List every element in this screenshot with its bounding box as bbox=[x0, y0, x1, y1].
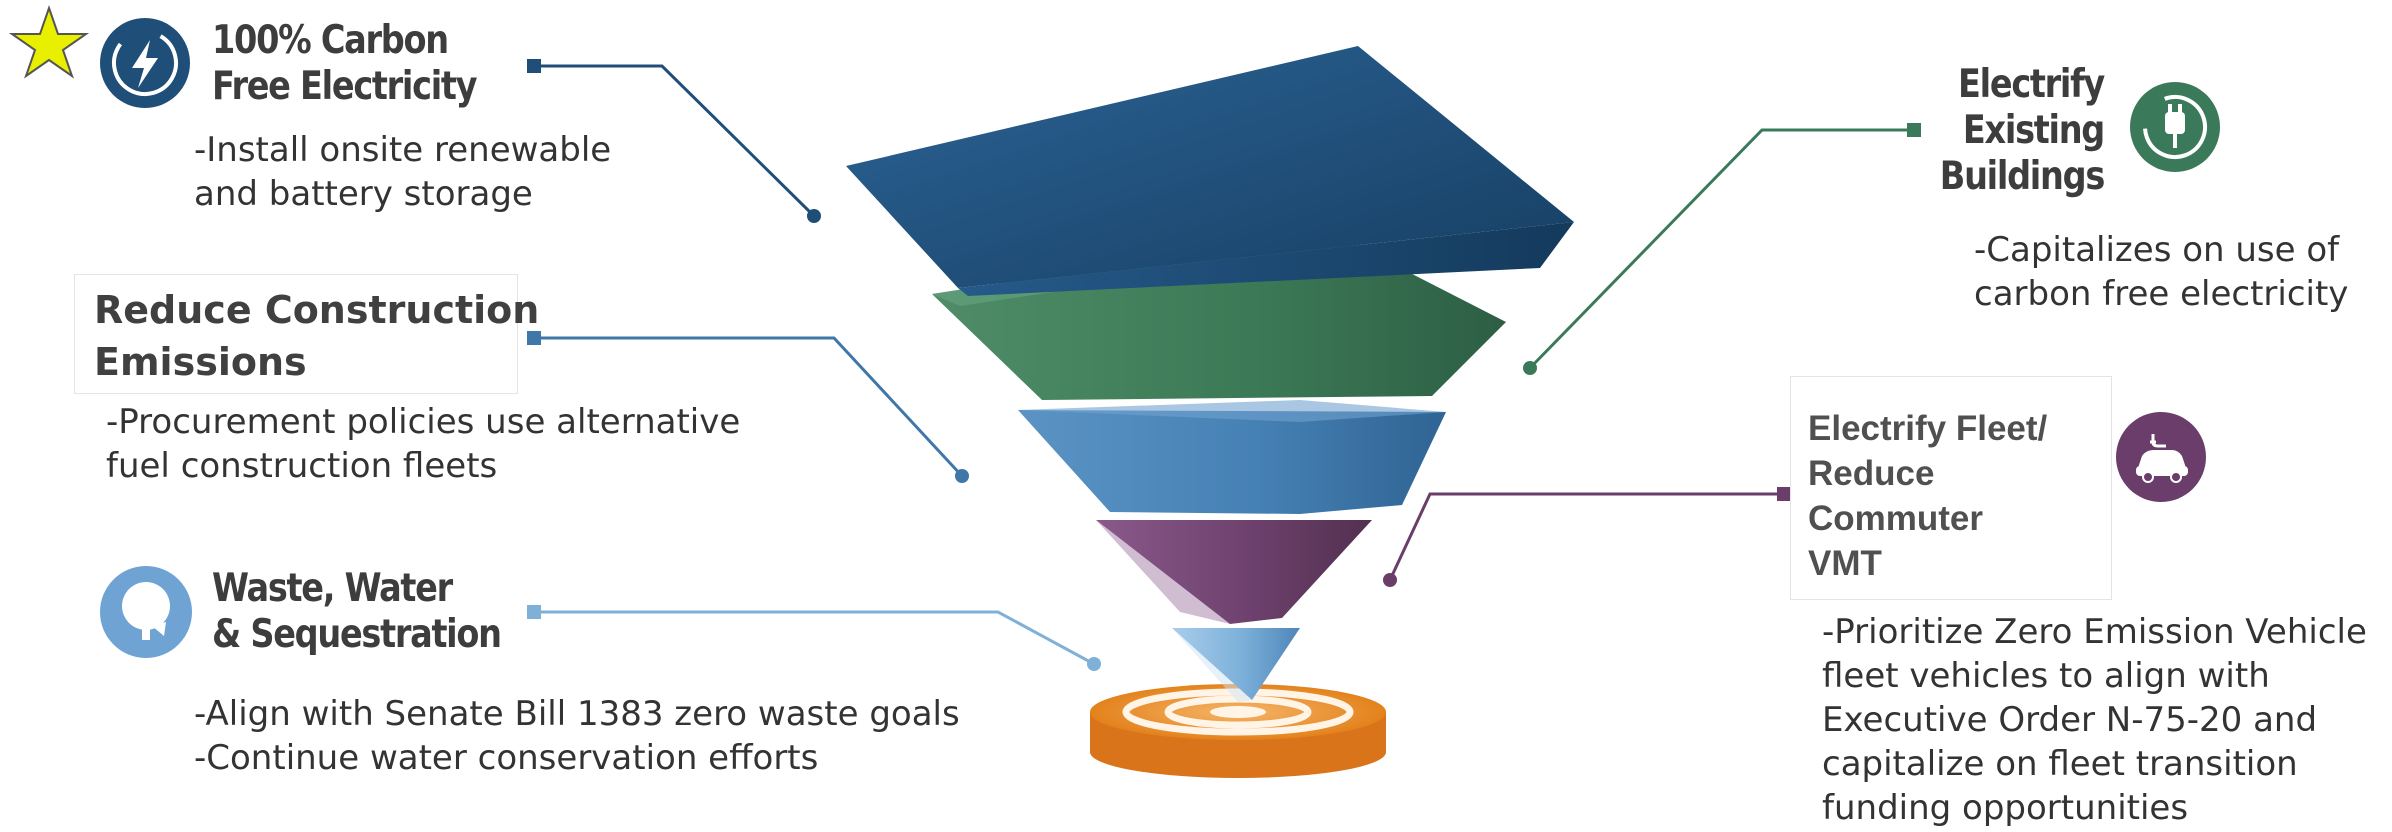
tier-reduce-construction bbox=[1018, 400, 1446, 514]
connector-construction bbox=[534, 336, 964, 478]
tier-electrify-fleet bbox=[1096, 520, 1372, 624]
desc-electrify-fleet: -Prioritize Zero Emission Vehicle fleet … bbox=[1822, 612, 2367, 828]
heading-waste-water: Waste, Water & Sequestration bbox=[212, 566, 502, 657]
electric-car-icon bbox=[2116, 412, 2206, 502]
connector-carbon-free bbox=[534, 64, 816, 218]
tier-waste-water bbox=[1172, 628, 1300, 702]
tier-carbon-free-electricity bbox=[846, 46, 1574, 296]
heading-electrify-buildings: Electrify Existing Buildings bbox=[1939, 62, 2105, 199]
fleet-heading-box bbox=[1790, 376, 2112, 600]
heading-reduce-construction: Reduce Construction Emissions bbox=[94, 288, 540, 384]
desc-waste-water: -Align with Senate Bill 1383 zero waste … bbox=[194, 694, 960, 778]
connector-dot bbox=[807, 209, 821, 223]
desc-carbon-free-electricity: -Install onsite renewable and battery st… bbox=[194, 130, 612, 214]
desc-reduce-construction: -Procurement policies use alternative fu… bbox=[106, 402, 741, 486]
heading-carbon-free-electricity: 100% Carbon Free Electricity bbox=[212, 18, 478, 109]
connector-buildings bbox=[1528, 128, 1914, 370]
power-plug-icon bbox=[2130, 82, 2220, 172]
connector-waste bbox=[534, 610, 1095, 666]
desc-electrify-buildings: -Capitalizes on use of carbon free elect… bbox=[1974, 230, 2349, 314]
lightning-bolt-icon bbox=[100, 18, 190, 108]
construction-heading-box bbox=[74, 274, 518, 394]
heading-electrify-fleet: Electrify Fleet/ Reduce Commuter VMT bbox=[1808, 409, 2048, 583]
connector-marker bbox=[527, 59, 541, 73]
star-icon bbox=[8, 4, 90, 79]
tree-icon bbox=[100, 566, 192, 658]
connector-fleet bbox=[1388, 492, 1784, 581]
